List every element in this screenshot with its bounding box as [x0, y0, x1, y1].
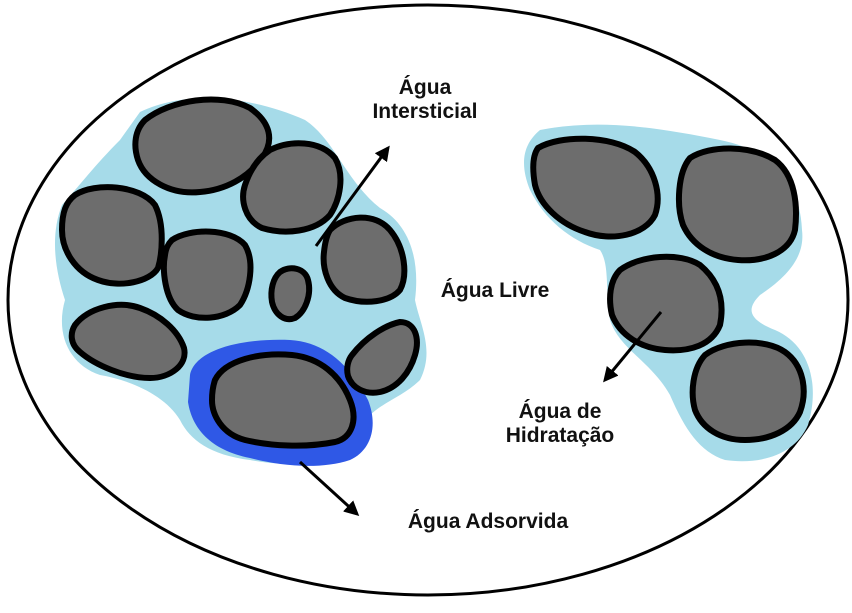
label-line: Hidratação: [480, 424, 640, 448]
label-line: Água Adsorvida: [408, 510, 568, 533]
label-line: Água: [345, 76, 505, 100]
label-line: Água Livre: [441, 279, 550, 302]
label-agua-livre: Água Livre: [425, 279, 565, 303]
particle: [271, 268, 309, 319]
particle: [62, 187, 162, 283]
particle: [164, 232, 251, 318]
label-line: Água de: [480, 400, 640, 424]
particle: [693, 343, 804, 440]
label-agua-hidratacao: Água de Hidratação: [480, 400, 640, 448]
label-agua-adsorvida: Água Adsorvida: [368, 510, 608, 534]
particle: [610, 257, 722, 351]
label-agua-intersticial: Água Intersticial: [345, 76, 505, 124]
label-line: Intersticial: [345, 100, 505, 124]
particle: [679, 148, 796, 260]
particle: [324, 218, 405, 302]
